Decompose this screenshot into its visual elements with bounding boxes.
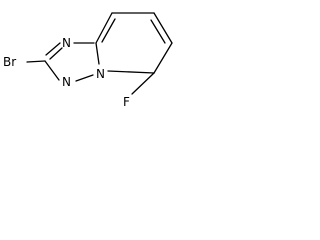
bond-c2-br: [26, 60, 46, 63]
atom-label-layer: N N N Br F: [3, 36, 130, 109]
bond-n1-c2: [44, 60, 60, 81]
bond-c5-c6: [153, 12, 173, 44]
bond-c3a-c4-double: [101, 18, 116, 43]
bond-c6-c7: [153, 42, 173, 74]
bond-c5-c6-double: [150, 19, 166, 44]
bond-n2-n1: [75, 74, 94, 82]
bond-c7-n2: [107, 70, 155, 74]
atom-br-label: Br: [3, 55, 16, 69]
bond-c3a-n2: [95, 42, 100, 65]
bond-layer: [26, 12, 173, 95]
bond-c2-n3-double: [49, 47, 63, 60]
atom-n3-label: N: [62, 36, 71, 50]
bond-c2-n3: [45, 42, 61, 56]
atom-n2-label: N: [96, 67, 105, 81]
bond-c7-f: [131, 72, 155, 95]
atom-f-label: F: [123, 95, 130, 109]
chemical-structure: N N N Br F: [3, 12, 173, 109]
atom-n1-label: N: [62, 75, 71, 89]
bond-c3a-c4: [95, 12, 113, 44]
